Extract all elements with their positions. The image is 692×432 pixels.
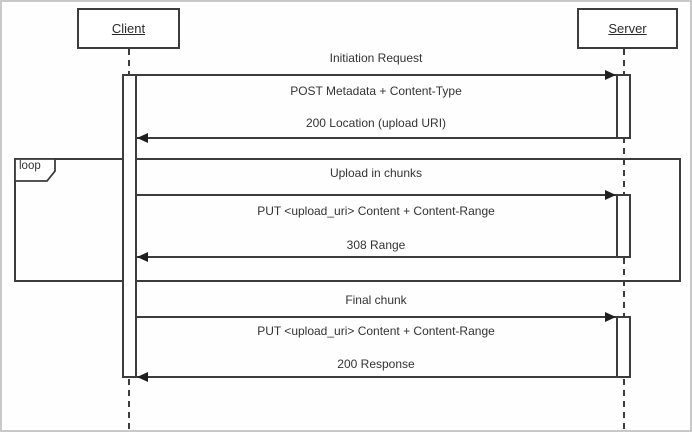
response-label: 200 Location (upload URI)	[305, 116, 447, 130]
loop-fragment-label: loop	[19, 160, 41, 172]
request-label: PUT <upload_uri> Content + Content-Range	[257, 204, 495, 218]
arrowhead-left-icon	[137, 133, 148, 143]
request-line-1	[136, 74, 617, 76]
section-title: Initiation Request	[329, 51, 423, 65]
response-line-3	[137, 376, 617, 378]
section-title: Final chunk	[345, 293, 407, 307]
response-line-2	[137, 256, 617, 258]
server-actor-box: Server	[577, 8, 678, 49]
response-line-1	[137, 137, 617, 139]
arrowhead-left-icon	[137, 372, 148, 382]
loop-fragment-frame	[14, 158, 681, 282]
server-activation-bar-2	[616, 194, 631, 258]
client-actor-box: Client	[77, 8, 180, 49]
request-label: POST Metadata + Content-Type	[290, 84, 462, 98]
arrowhead-right-icon	[605, 70, 616, 80]
client-activation-bar	[122, 74, 137, 378]
response-label: 308 Range	[346, 238, 406, 252]
request-label: PUT <upload_uri> Content + Content-Range	[257, 324, 495, 338]
arrowhead-right-icon	[605, 190, 616, 200]
server-actor-label: Server	[608, 21, 647, 36]
arrowhead-left-icon	[137, 252, 148, 262]
request-line-3	[136, 316, 617, 318]
loop-fragment-tag-icon	[14, 158, 56, 182]
server-activation-bar-1	[616, 74, 631, 139]
request-line-2	[136, 194, 617, 196]
response-label: 200 Response	[337, 357, 415, 371]
client-actor-label: Client	[111, 21, 146, 36]
section-title: Upload in chunks	[329, 166, 423, 180]
arrowhead-right-icon	[605, 312, 616, 322]
server-activation-bar-3	[616, 316, 631, 378]
